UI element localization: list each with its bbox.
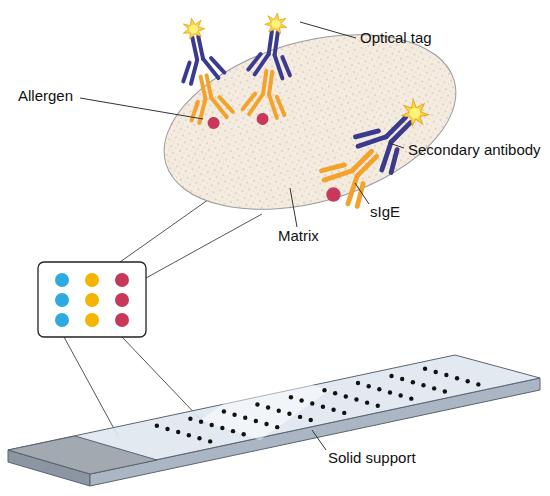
array-spot xyxy=(409,396,413,400)
array-spot xyxy=(466,379,470,383)
array-spot xyxy=(287,412,291,416)
array-spot xyxy=(365,400,369,404)
antibody-complex xyxy=(171,10,442,217)
array-spot xyxy=(275,425,279,429)
array-spot xyxy=(344,394,348,398)
glass-slide xyxy=(8,355,540,486)
array-spot xyxy=(421,383,425,387)
array-spot xyxy=(331,408,335,412)
array-spot xyxy=(277,408,281,412)
array-spot xyxy=(222,409,226,413)
array-spot xyxy=(220,426,224,430)
array-spot xyxy=(266,405,270,409)
array-spot xyxy=(232,412,236,416)
array-spot xyxy=(264,422,268,426)
part-label: Secondary antibody xyxy=(406,142,543,159)
array-spot xyxy=(243,416,247,420)
array-spot xyxy=(342,411,346,415)
array-spot xyxy=(210,423,214,427)
leader-line xyxy=(80,22,404,450)
array-spot xyxy=(208,439,212,443)
array-spot xyxy=(231,429,235,433)
array-spot xyxy=(423,367,427,371)
array-spot xyxy=(432,386,436,390)
array-spot xyxy=(377,387,381,391)
part-label: Optical tag xyxy=(358,30,434,47)
array-spot xyxy=(388,390,392,394)
array-spot xyxy=(155,424,159,428)
array-spot xyxy=(376,404,380,408)
array-spot xyxy=(241,432,245,436)
part-label: Solid support xyxy=(326,450,418,467)
array-spot xyxy=(455,376,459,380)
matrix-ellipse xyxy=(144,4,476,240)
array-spot xyxy=(389,374,393,378)
array-spot xyxy=(199,420,203,424)
array-spot xyxy=(398,393,402,397)
array-spot xyxy=(354,397,358,401)
array-spot xyxy=(298,415,302,419)
array-spot xyxy=(444,373,448,377)
array-spot xyxy=(188,416,192,420)
array-spot xyxy=(366,384,370,388)
array-spot xyxy=(299,398,303,402)
array-spot xyxy=(411,380,415,384)
part-label: sIgE xyxy=(368,204,402,221)
part-label: Allergen xyxy=(16,88,75,105)
array-spot xyxy=(310,401,314,405)
array-spot xyxy=(476,382,480,386)
array-spot xyxy=(434,370,438,374)
array-spot xyxy=(165,427,169,431)
part-label: Matrix xyxy=(276,228,321,245)
array-spot xyxy=(289,395,293,399)
array-inset xyxy=(38,262,146,337)
array-spot xyxy=(356,381,360,385)
array-spot xyxy=(322,388,326,392)
array-spot xyxy=(197,436,201,440)
array-spot xyxy=(255,402,259,406)
array-spot xyxy=(443,389,447,393)
array-spot xyxy=(321,404,325,408)
array-spot xyxy=(400,377,404,381)
array-spot xyxy=(333,391,337,395)
array-spot xyxy=(187,433,191,437)
array-spot xyxy=(254,419,258,423)
array-spot xyxy=(309,418,313,422)
array-spot xyxy=(176,430,180,434)
